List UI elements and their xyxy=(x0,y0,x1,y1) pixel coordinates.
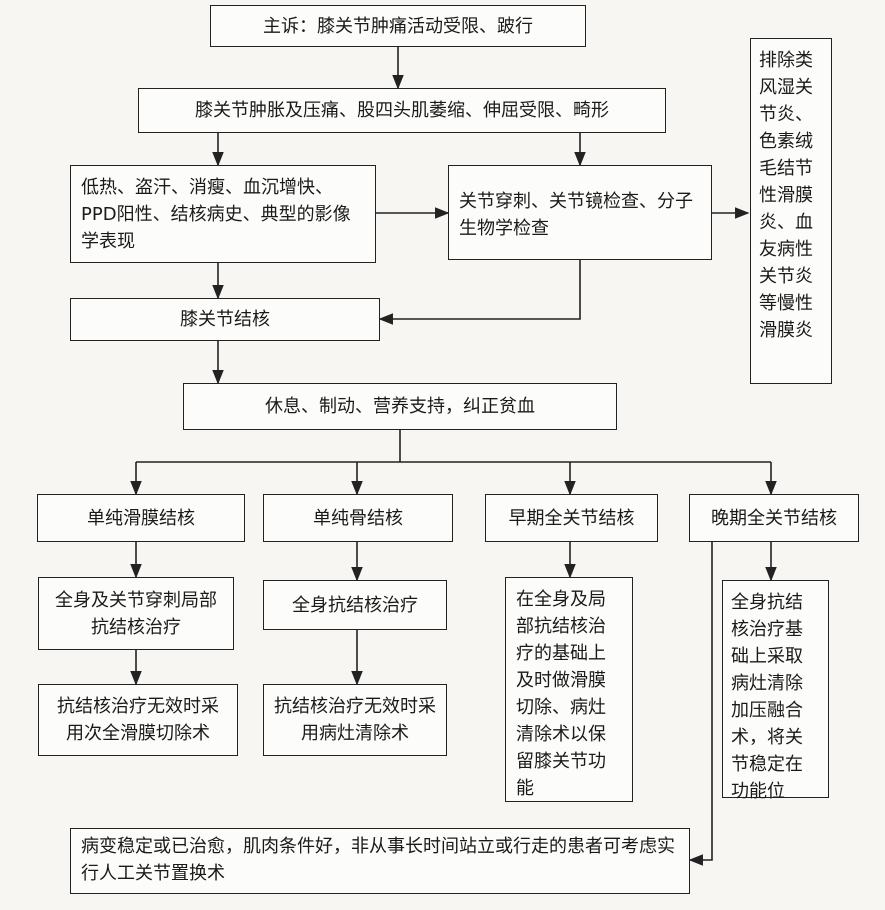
type-late-whole-joint-box: 晚期全关节结核 xyxy=(689,494,859,542)
joint-replacement-box: 病变稳定或已治愈，肌肉条件好，非从事长时间站立或行走的患者可考虑实行人工关节置换… xyxy=(70,828,690,894)
exclude-box: 排除类风湿关节炎、色素绒毛结节性滑膜炎、血友病性关节炎等慢性滑膜炎 xyxy=(750,38,832,384)
signs-box: 膝关节肿胀及压痛、股四头肌萎缩、伸屈受限、畸形 xyxy=(138,88,666,133)
type-early-whole-joint-box: 早期全关节结核 xyxy=(485,494,658,542)
type-simple-bone-box: 单纯骨结核 xyxy=(263,494,453,542)
diagnosis-box: 膝关节结核 xyxy=(70,298,380,341)
treatment-late-box: 全身抗结核治疗基础上采取病灶清除加压融合术，将关节稳定在功能位 xyxy=(722,580,829,802)
type-simple-synovial-box: 单纯滑膜结核 xyxy=(37,494,245,542)
fallback-synovectomy-box: 抗结核治疗无效时采用次全滑膜切除术 xyxy=(38,684,238,756)
complaint-box: 主诉：膝关节肿痛活动受限、跛行 xyxy=(210,5,586,47)
systemic-box: 低热、盗汗、消瘦、血沉增快、PPD阳性、结核病史、典型的影像学表现 xyxy=(70,165,376,263)
arrow-tests-diagnosis xyxy=(378,260,581,325)
treatment-bone-box: 全身抗结核治疗 xyxy=(263,580,447,630)
tests-box: 关节穿刺、关节镜检查、分子生物学检查 xyxy=(448,165,712,260)
treatment-early-box: 在全身及局部抗结核治疗的基础上及时做滑膜切除、病灶清除术以保留膝关节功能 xyxy=(505,577,633,802)
fallback-lesion-removal-box: 抗结核治疗无效时采用病灶清除术 xyxy=(263,684,447,756)
treatment-synovial-box: 全身及关节穿刺局部抗结核治疗 xyxy=(38,577,234,650)
arrow-type4-final xyxy=(688,542,713,866)
general-treatment-box: 休息、制动、营养支持，纠正贫血 xyxy=(183,383,617,430)
